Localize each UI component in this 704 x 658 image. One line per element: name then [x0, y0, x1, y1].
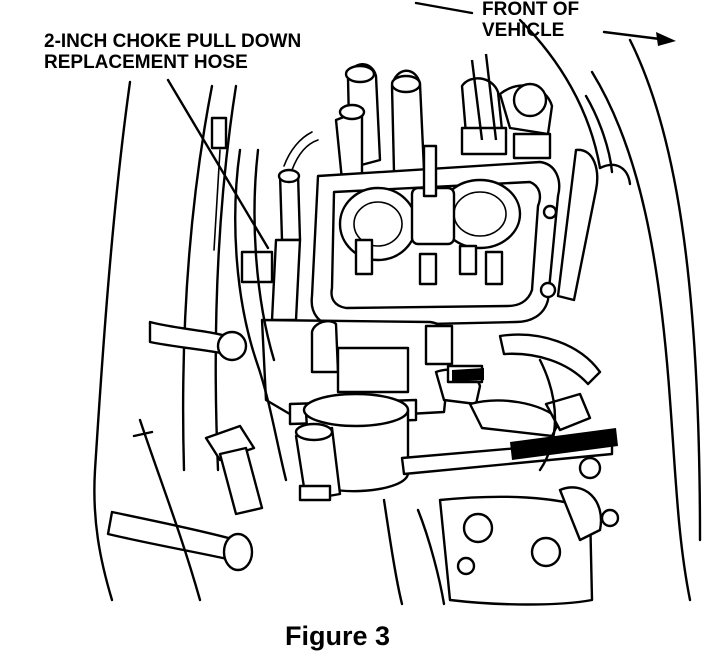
figure-caption: Figure 3: [285, 621, 390, 651]
hose-callout-line1: 2-INCH CHOKE PULL DOWN: [44, 31, 301, 52]
left-hoses: [106, 148, 288, 602]
carburetor-top: [310, 144, 561, 328]
choke-pull-down-hose: [210, 116, 319, 322]
linkage: [400, 364, 618, 476]
front-arrow-icon: [656, 32, 676, 46]
pull-down-diaphragm: [294, 392, 410, 502]
hose-callout-line2: REPLACEMENT HOSE: [44, 52, 248, 73]
engine-bay-outline: [93, 18, 702, 602]
leader-lines: [166, 1, 676, 250]
right-hose: [498, 148, 602, 472]
front-callout-line2: VEHICLE: [482, 20, 564, 41]
vacuum-hoses: [334, 53, 554, 182]
lower-bracket: [382, 456, 620, 606]
front-callout-line1: FRONT OF: [482, 0, 579, 20]
